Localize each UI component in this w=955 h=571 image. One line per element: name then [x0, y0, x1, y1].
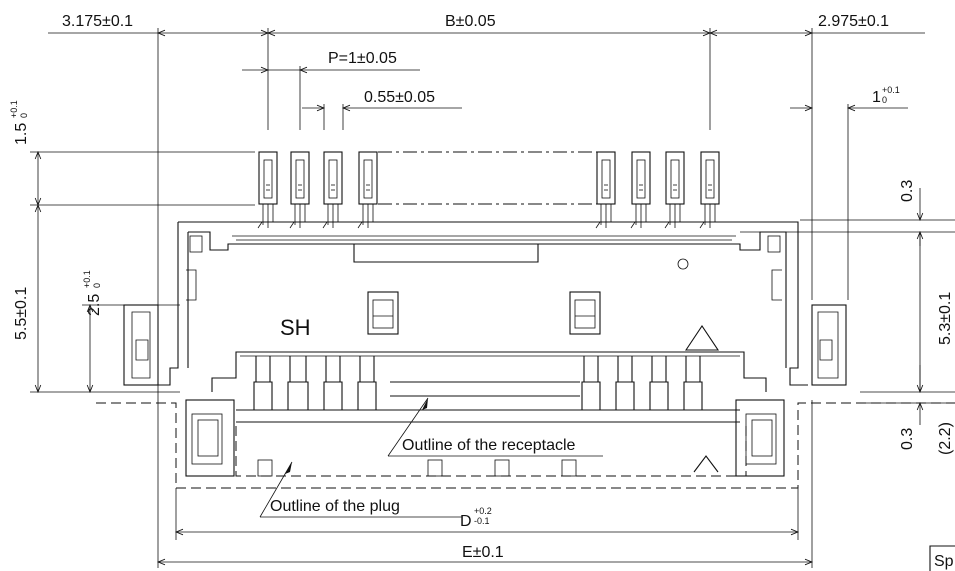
label-receptacle: Outline of the receptacle [402, 437, 576, 454]
dim-2-5-main: 2.5 [86, 294, 103, 316]
right-dimensions: 0.3 5.3±0.1 0.3 (2.2) [740, 180, 955, 455]
dim-top-right-main: 1 [872, 89, 881, 106]
connector-body: SH [96, 221, 955, 489]
dim-d-tol-upper: +0.2 [474, 506, 492, 516]
pin-2 [289, 151, 310, 229]
pin-5 [595, 151, 616, 229]
pin-8 [699, 151, 720, 229]
pin-row [257, 151, 720, 229]
dim-left-pitch: 3.175±0.1 [62, 13, 133, 30]
dim-0-3-bottom: 0.3 [899, 428, 916, 450]
pin-6 [630, 151, 651, 229]
label-plug: Outline of the plug [270, 498, 400, 515]
dim-e: E±0.1 [462, 544, 504, 561]
dim-2-2: (2.2) [937, 422, 954, 455]
top-dimension-row: 3.175±0.1 B±0.05 2.975±0.1 [48, 13, 925, 568]
dim-top-right-tol-upper: +0.1 [882, 85, 900, 95]
dim-pin-width: 0.55±0.05 [364, 89, 435, 106]
corner-box-label: Sp [934, 553, 954, 570]
dim-top-right-tol-lower: 0 [882, 95, 887, 105]
pin-3 [322, 151, 343, 229]
dim-d-main: D [460, 513, 472, 530]
dim-1-5-tol-lower: 0 [19, 113, 29, 118]
corner-title-box: Sp [929, 545, 955, 571]
dim-right-pitch: 2.975±0.1 [818, 13, 889, 30]
pin-width-dimension: 0.55±0.05 [302, 89, 462, 130]
pin-1 [257, 151, 278, 229]
top-right-dimension: 1 +0.1 0 [790, 85, 908, 300]
bottom-dimensions: D +0.2 -0.1 E±0.1 [158, 400, 812, 568]
pin-4 [357, 151, 378, 229]
dim-1-5-tol-upper: +0.1 [9, 100, 19, 118]
callouts: Outline of the receptacle Outline of the… [259, 397, 603, 518]
dim-2-5-tol-upper: +0.1 [82, 270, 92, 288]
left-dimensions: 1.5 +0.1 0 5.5±0.1 2.5 +0.1 0 [9, 100, 255, 392]
dim-1-5-main: 1.5 [13, 123, 30, 145]
pitch-dimension: P=1±0.05 [242, 50, 420, 130]
dim-2-5-tol-lower: 0 [92, 283, 102, 288]
mark-sh: SH [280, 315, 311, 340]
dim-5-5: 5.5±0.1 [13, 287, 30, 340]
pin-7 [664, 151, 685, 229]
dim-0-3-top: 0.3 [899, 180, 916, 202]
dim-pitch: P=1±0.05 [328, 50, 397, 67]
dim-b: B±0.05 [445, 13, 496, 30]
dim-d-tol-lower: -0.1 [474, 516, 490, 526]
dim-5-3: 5.3±0.1 [937, 292, 954, 345]
